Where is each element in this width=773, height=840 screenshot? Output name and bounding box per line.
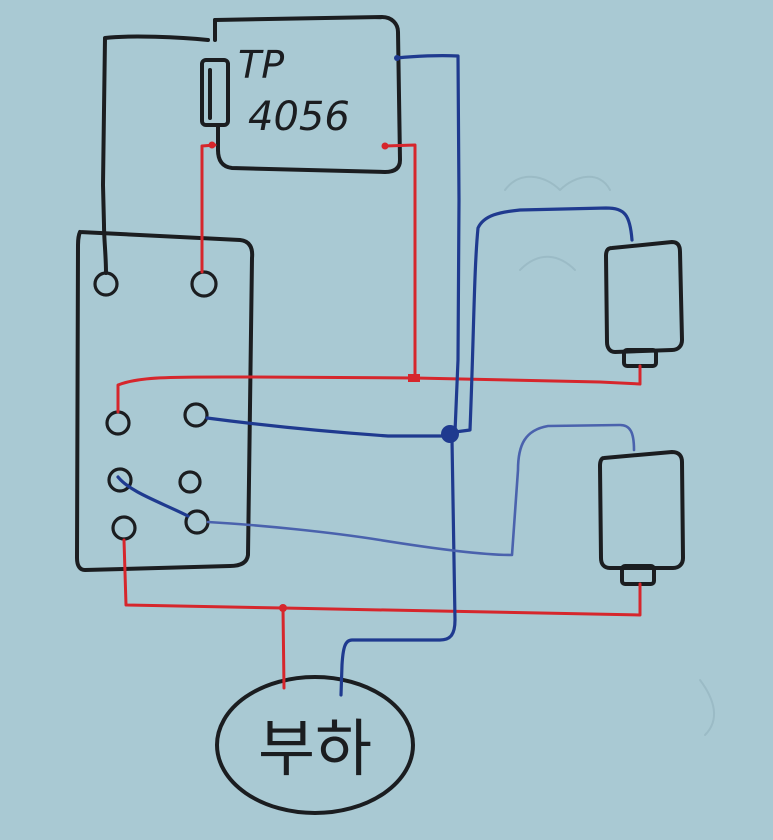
background-ghost-marks <box>504 175 716 736</box>
module-label-line2: 4056 <box>248 94 350 140</box>
battery-top <box>604 240 684 368</box>
module-label-line1: TP <box>238 43 284 87</box>
terminal-row4-left <box>111 515 137 541</box>
terminal-row4-right <box>184 509 210 535</box>
red-wires <box>116 141 642 690</box>
switch-terminals <box>93 270 218 541</box>
terminal-row2-left <box>105 410 131 436</box>
wire-junction <box>441 425 459 443</box>
terminal-top-right <box>190 270 218 298</box>
usb-connector-icon <box>200 58 230 127</box>
switch-block <box>75 230 255 572</box>
charger-module: TP 4056 <box>200 15 402 174</box>
terminal-top-left <box>93 271 119 297</box>
terminal-row2-right <box>183 402 209 428</box>
battery-bottom <box>598 450 685 586</box>
blue-wires <box>116 54 634 697</box>
blue-wire-battery-bottom <box>206 423 636 557</box>
load-label: 부하 <box>258 712 372 785</box>
terminal-row3-left <box>107 467 133 493</box>
load-circle: 부하 <box>215 675 415 815</box>
terminal-row3-right <box>178 470 202 494</box>
black-wire <box>101 34 210 275</box>
